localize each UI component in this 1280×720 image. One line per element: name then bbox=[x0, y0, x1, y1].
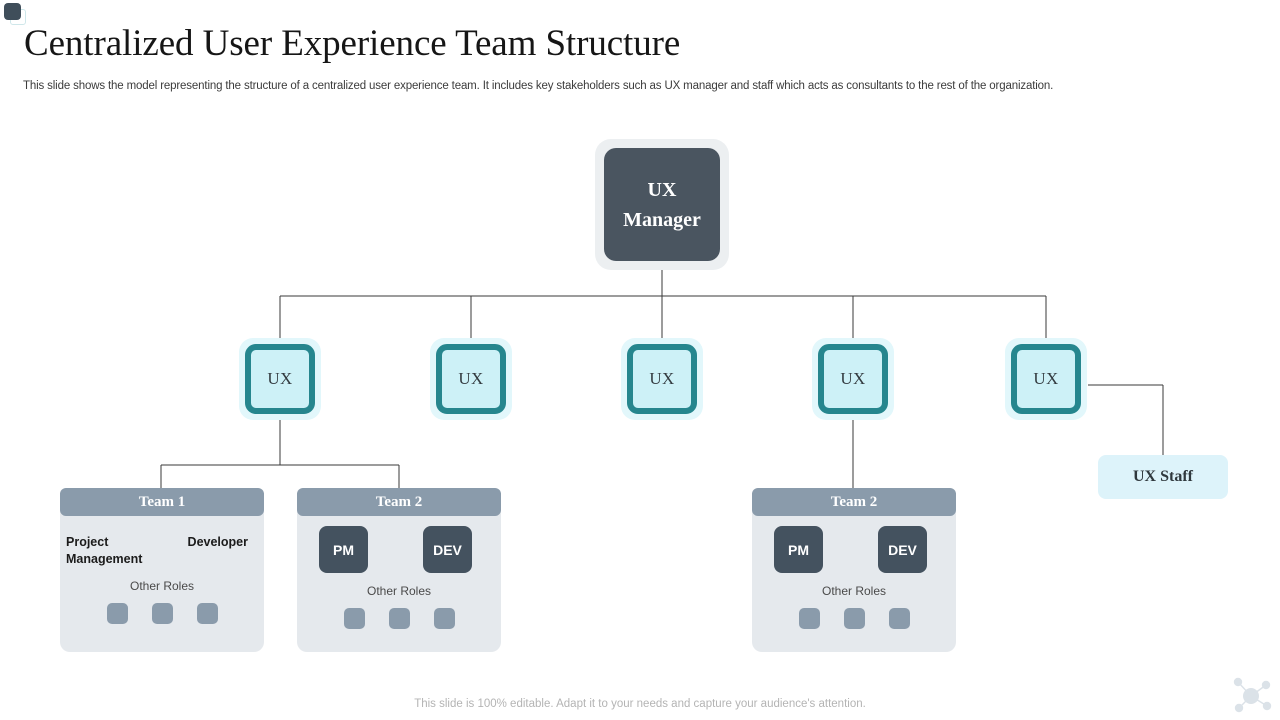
team-card-3-other-roles-row bbox=[752, 608, 956, 629]
team-card-2[interactable]: Team 2 PM DEV Other Roles bbox=[297, 488, 501, 652]
logo-solid-square-icon bbox=[4, 3, 21, 20]
node-ux-manager-label: UX Manager bbox=[623, 175, 701, 235]
team-card-2-body: PM DEV Other Roles bbox=[297, 516, 501, 652]
team-card-2-other-role-box[interactable] bbox=[388, 608, 410, 629]
team-card-2-role-chip-dev[interactable]: DEV bbox=[423, 526, 472, 573]
team-card-1-other-role-box[interactable] bbox=[196, 603, 218, 624]
team-card-1-roles: Project Management Developer bbox=[60, 516, 264, 568]
node-ux-2[interactable]: UX bbox=[430, 338, 512, 420]
node-ux-4-inner: UX bbox=[818, 344, 888, 414]
team-card-1-other-roles-label: Other Roles bbox=[129, 579, 195, 593]
node-ux-3-inner: UX bbox=[627, 344, 697, 414]
node-ux-3-label: UX bbox=[649, 369, 675, 388]
team-card-1-title: Team 1 bbox=[138, 493, 186, 510]
team-card-3-role-chip-dev[interactable]: DEV bbox=[878, 526, 927, 573]
manager-label-line1: UX bbox=[647, 178, 677, 201]
team-card-3-other-role-box[interactable] bbox=[798, 608, 820, 629]
page-title: Centralized User Experience Team Structu… bbox=[24, 23, 681, 64]
logo-mark-icon bbox=[4, 3, 30, 29]
team-card-1-body: Project Management Developer Other Roles bbox=[60, 516, 264, 652]
team-card-2-other-role-box[interactable] bbox=[433, 608, 455, 629]
team-card-3[interactable]: Team 2 PM DEV Other Roles bbox=[752, 488, 956, 652]
team-card-1-other-roles-row bbox=[60, 603, 264, 624]
team-card-2-header: Team 2 bbox=[297, 488, 501, 516]
team-card-2-role-2-label: DEV bbox=[433, 541, 462, 558]
team-card-2-other-roles-row bbox=[297, 608, 501, 629]
team-card-3-header: Team 2 bbox=[752, 488, 956, 516]
team-card-3-other-role-box[interactable] bbox=[843, 608, 865, 629]
node-ux-3[interactable]: UX bbox=[621, 338, 703, 420]
team-card-3-other-roles-label: Other Roles bbox=[821, 584, 887, 598]
team-card-3-role-chip-pm[interactable]: PM bbox=[774, 526, 823, 573]
team-card-2-other-roles-label: Other Roles bbox=[366, 584, 432, 598]
team-card-3-other-role-box[interactable] bbox=[888, 608, 910, 629]
manager-label-line2: Manager bbox=[623, 208, 701, 231]
node-ux-1-inner: UX bbox=[245, 344, 315, 414]
node-ux-5[interactable]: UX bbox=[1005, 338, 1087, 420]
team-card-3-roles: PM DEV bbox=[752, 516, 956, 573]
node-ux-2-label: UX bbox=[458, 369, 484, 388]
node-ux-1[interactable]: UX bbox=[239, 338, 321, 420]
team-card-3-body: PM DEV Other Roles bbox=[752, 516, 956, 652]
team-card-1-other-role-box[interactable] bbox=[151, 603, 173, 624]
page-subtitle: This slide shows the model representing … bbox=[23, 80, 1054, 92]
node-ux-staff[interactable]: UX Staff bbox=[1098, 455, 1228, 499]
team-card-1-header: Team 1 bbox=[60, 488, 264, 516]
team-card-1-role-1: Project Management bbox=[66, 535, 143, 566]
team-card-1[interactable]: Team 1 Project Management Developer Othe… bbox=[60, 488, 264, 652]
team-card-3-role-1-label: PM bbox=[788, 541, 809, 558]
node-ux-manager-inner: UX Manager bbox=[604, 148, 720, 261]
node-ux-staff-label: UX Staff bbox=[1133, 468, 1193, 485]
team-card-2-title: Team 2 bbox=[375, 493, 423, 510]
team-card-2-roles: PM DEV bbox=[297, 516, 501, 573]
node-ux-5-label: UX bbox=[1033, 369, 1059, 388]
team-card-1-other-role-box[interactable] bbox=[106, 603, 128, 624]
molecule-watermark-icon bbox=[1233, 677, 1272, 713]
footer-note: This slide is 100% editable. Adapt it to… bbox=[414, 698, 866, 710]
node-ux-4[interactable]: UX bbox=[812, 338, 894, 420]
node-ux-5-inner: UX bbox=[1011, 344, 1081, 414]
team-card-2-role-1-label: PM bbox=[333, 541, 354, 558]
team-card-2-role-chip-pm[interactable]: PM bbox=[319, 526, 368, 573]
team-card-3-role-2-label: DEV bbox=[888, 541, 917, 558]
node-ux-manager[interactable]: UX Manager bbox=[595, 139, 729, 270]
team-card-2-other-role-box[interactable] bbox=[343, 608, 365, 629]
team-card-3-title: Team 2 bbox=[830, 493, 878, 510]
node-ux-2-inner: UX bbox=[436, 344, 506, 414]
team-card-1-role-2: Developer bbox=[187, 535, 248, 549]
node-ux-1-label: UX bbox=[267, 369, 293, 388]
node-ux-4-label: UX bbox=[840, 369, 866, 388]
